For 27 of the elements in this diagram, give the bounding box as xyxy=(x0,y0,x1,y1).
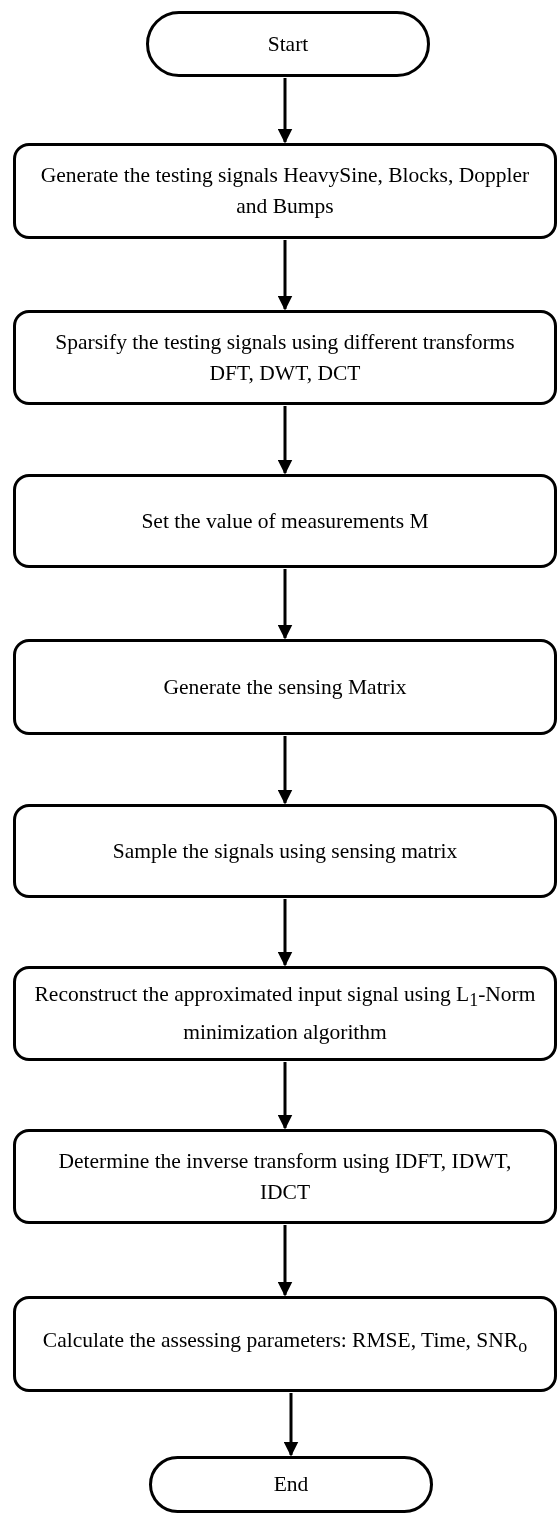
step-text: Generate the sensing Matrix xyxy=(163,673,407,701)
step-text: Determine the inverse transform using IDFT, IDWT, IDCT xyxy=(57,1147,513,1206)
arrow xyxy=(283,1393,299,1457)
arrow xyxy=(277,736,293,805)
terminal-label: End xyxy=(273,1471,309,1498)
process-box xyxy=(13,804,557,898)
process-box xyxy=(13,1129,557,1224)
arrow xyxy=(277,406,293,475)
step-text: Generate the testing signals HeavySine, Blocks, Doppler and Bumps xyxy=(39,162,531,220)
process-box xyxy=(13,474,557,568)
step-text: Calculate the assessing parameters: RMSE, Time, SNR$_{o}$ xyxy=(42,1327,528,1359)
process-box xyxy=(13,1296,557,1392)
step-text: Reconstruct the approximated input signal using L$_{1}$-Norm minimization algorithm xyxy=(34,981,536,1046)
terminal-label: Start xyxy=(267,30,309,58)
arrow xyxy=(277,899,293,967)
process-box xyxy=(13,310,557,405)
step-text: Sparsify the testing signals using different transforms DFT, DWT, DCT xyxy=(54,328,516,387)
arrow xyxy=(277,1225,293,1297)
step-text: Sample the signals using sensing matrix xyxy=(112,837,458,865)
arrow xyxy=(277,78,293,144)
arrow xyxy=(277,1062,293,1130)
arrow xyxy=(277,569,293,640)
process-box xyxy=(13,639,557,735)
process-box xyxy=(13,143,557,239)
process-box xyxy=(13,966,557,1061)
step-text: Set the value of measurements M xyxy=(141,507,429,535)
arrow xyxy=(277,240,293,311)
